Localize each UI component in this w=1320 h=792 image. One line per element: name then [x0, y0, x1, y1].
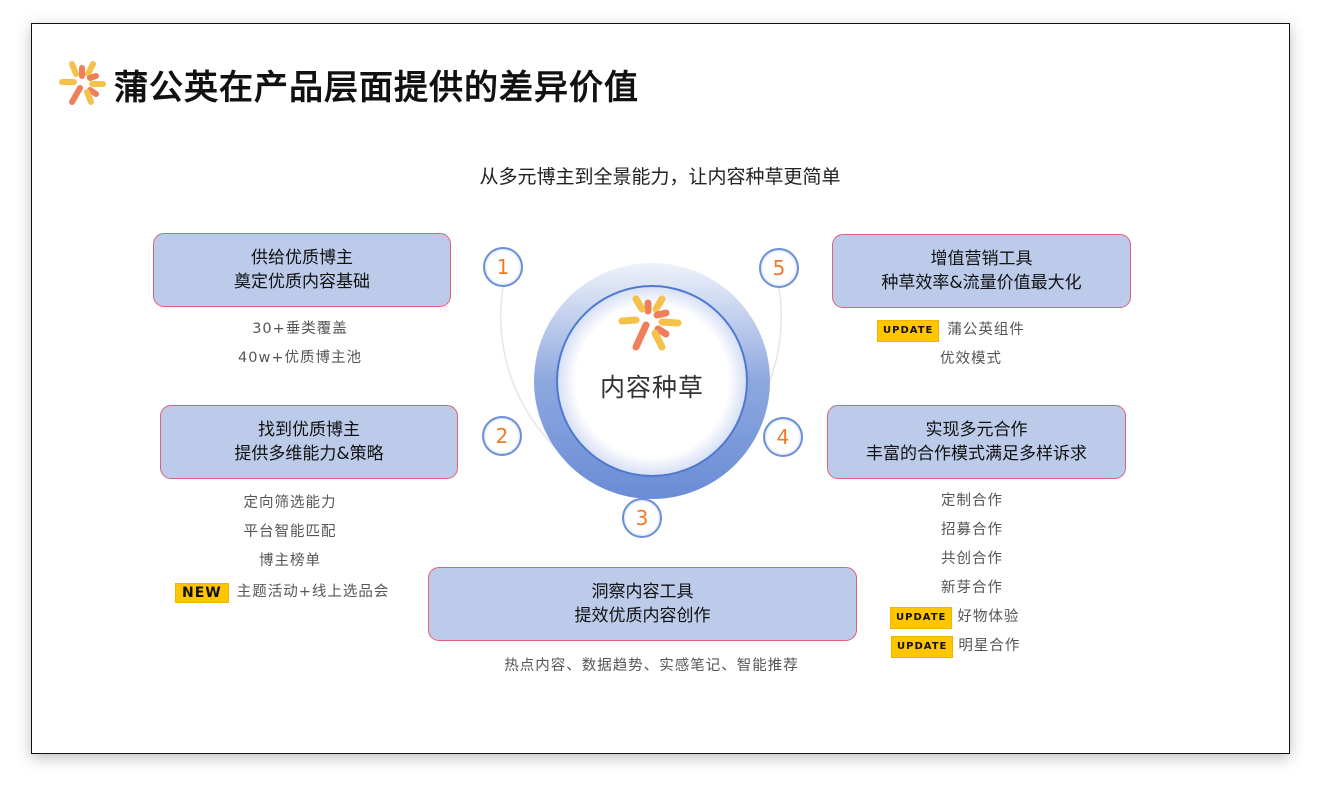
step-4-title: 实现多元合作 [925, 420, 1028, 440]
list-item: 30+垂类覆盖 [252, 321, 348, 337]
step-4-subtitle: 丰富的合作模式满足多样诉求 [866, 444, 1087, 464]
step-1-title: 供给优质博主 [251, 248, 353, 268]
list-item: UPDATE 好物体验 [890, 603, 1050, 632]
center-logo-icon [618, 295, 682, 351]
step-2-title: 找到优质博主 [258, 420, 360, 440]
step-5-title: 增值营销工具 [930, 249, 1033, 269]
step-3-subtitle: 提效优质内容创作 [574, 606, 711, 626]
center-label: 内容种草 [599, 373, 704, 402]
list-item: NEW 主题活动+线上选品会 [175, 578, 460, 607]
list-item: 40w+优质博主池 [238, 350, 362, 366]
list-item: 共创合作 [941, 551, 1003, 567]
dandelion-logo-icon [59, 61, 106, 105]
step-5-list: UPDATE 蒲公英组件 优效模式 [877, 316, 1057, 374]
step-3-list: 热点内容、数据趋势、实感笔记、智能推荐 [428, 652, 875, 681]
step-3-title: 洞察内容工具 [591, 582, 694, 602]
list-item: UPDATE 明星合作 [891, 632, 1050, 661]
list-item: 定制合作 [941, 493, 1003, 509]
list-item: 平台智能匹配 [243, 524, 337, 540]
step-number-4: 4 [763, 417, 803, 457]
list-item: 优效模式 [940, 351, 1002, 367]
list-item: 博主榜单 [259, 553, 321, 569]
step-2-subtitle: 提供多维能力&策略 [234, 444, 384, 464]
list-item-label: 蒲公英组件 [947, 322, 1025, 338]
list-item: 热点内容、数据趋势、实感笔记、智能推荐 [504, 658, 799, 674]
update-badge: UPDATE [891, 635, 954, 658]
step-box-3: 洞察内容工具 提效优质内容创作 [428, 567, 857, 641]
list-item: 新芽合作 [941, 580, 1003, 596]
list-item-label: 明星合作 [958, 638, 1021, 654]
step-box-1: 供给优质博主 奠定优质内容基础 [153, 233, 451, 307]
step-box-2: 找到优质博主 提供多维能力&策略 [160, 405, 458, 479]
step-1-list: 30+垂类覆盖 40w+优质博主池 [200, 315, 400, 373]
update-badge: UPDATE [890, 606, 953, 629]
step-1-subtitle: 奠定优质内容基础 [234, 272, 370, 292]
step-number-5: 5 [759, 248, 799, 288]
step-number-1: 1 [483, 247, 523, 287]
list-item: 招募合作 [941, 522, 1003, 538]
step-5-subtitle: 种草效率&流量价值最大化 [881, 273, 1082, 293]
page-subtitle: 从多元博主到全景能力，让内容种草更简单 [479, 166, 841, 188]
list-item: UPDATE 蒲公英组件 [877, 316, 1057, 345]
new-badge: NEW [175, 582, 229, 603]
step-box-5: 增值营销工具 种草效率&流量价值最大化 [832, 234, 1131, 308]
page-title: 蒲公英在产品层面提供的差异价值 [114, 68, 639, 108]
update-badge: UPDATE [877, 319, 940, 342]
center-inner-circle [556, 285, 748, 477]
step-box-4: 实现多元合作 丰富的合作模式满足多样诉求 [827, 405, 1126, 479]
step-2-list: 定向筛选能力 平台智能匹配 博主榜单 NEW 主题活动+线上选品会 [170, 489, 460, 607]
list-item: 定向筛选能力 [243, 495, 337, 511]
step-number-2: 2 [482, 416, 522, 456]
list-item-label: 主题活动+线上选品会 [236, 584, 390, 600]
step-4-list: 定制合作 招募合作 共创合作 新芽合作 UPDATE 好物体验 UPDATE 明… [890, 487, 1050, 661]
list-item-label: 好物体验 [957, 609, 1020, 625]
step-number-3: 3 [622, 498, 662, 538]
